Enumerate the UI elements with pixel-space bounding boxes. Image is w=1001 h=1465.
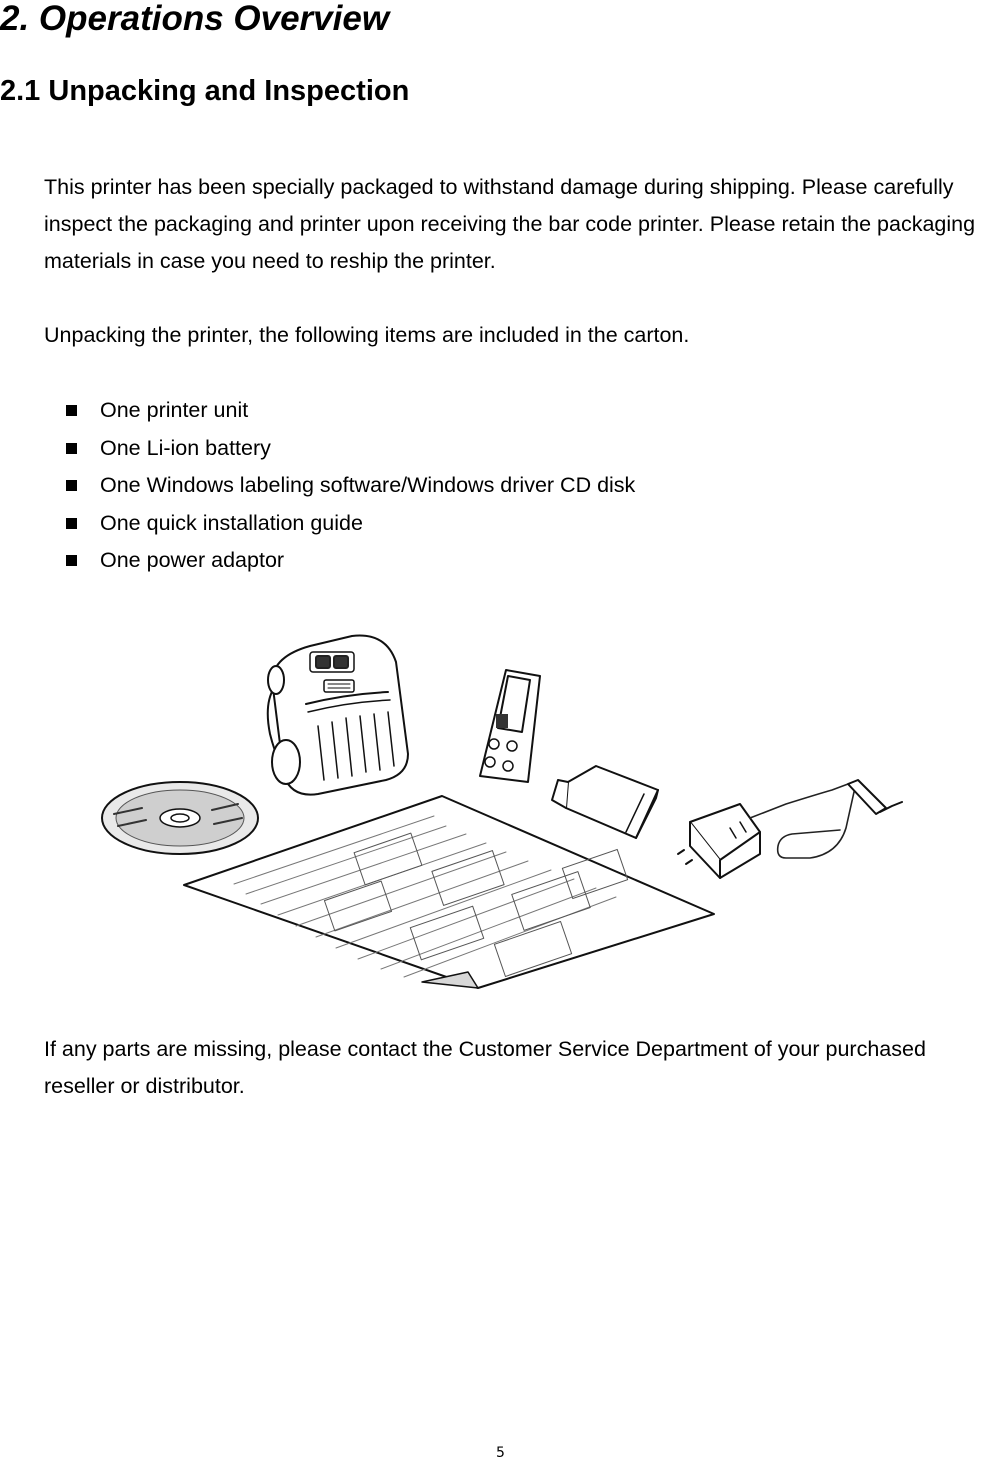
page-number: 5: [496, 1445, 505, 1461]
list-item-text: One Li-ion battery: [100, 435, 271, 460]
list-item-text: One power adaptor: [100, 548, 285, 572]
square-bullet-icon: [66, 555, 77, 566]
section-title: 2.1 Unpacking and Inspection: [0, 75, 410, 107]
package-contents-illustration: [96, 632, 926, 996]
li-ion-battery-illustration: [551, 765, 659, 839]
cd-disk-illustration: [101, 781, 259, 855]
chapter-title: 2. Operations Overview: [0, 0, 390, 38]
intro-paragraph: This printer has been specially packaged…: [44, 175, 976, 273]
list-item-text: One Windows labeling software/Windows dr…: [100, 473, 636, 497]
list-item-text: One printer unit: [100, 398, 249, 422]
square-bullet-icon: [66, 480, 77, 491]
power-adaptor-illustration: [677, 779, 903, 879]
square-bullet-icon: [66, 442, 77, 454]
belt-clip-illustration: [479, 669, 541, 783]
quick-installation-guide-illustration: [183, 795, 715, 989]
list-item-text: One quick installation guide: [100, 510, 363, 535]
missing-parts-note: If any parts are missing, please contact…: [44, 1037, 926, 1098]
contents-intro: Unpacking the printer, the following ite…: [44, 323, 690, 347]
printer-unit-illustration: [266, 634, 409, 796]
square-bullet-icon: [66, 517, 77, 529]
square-bullet-icon: [66, 405, 77, 416]
